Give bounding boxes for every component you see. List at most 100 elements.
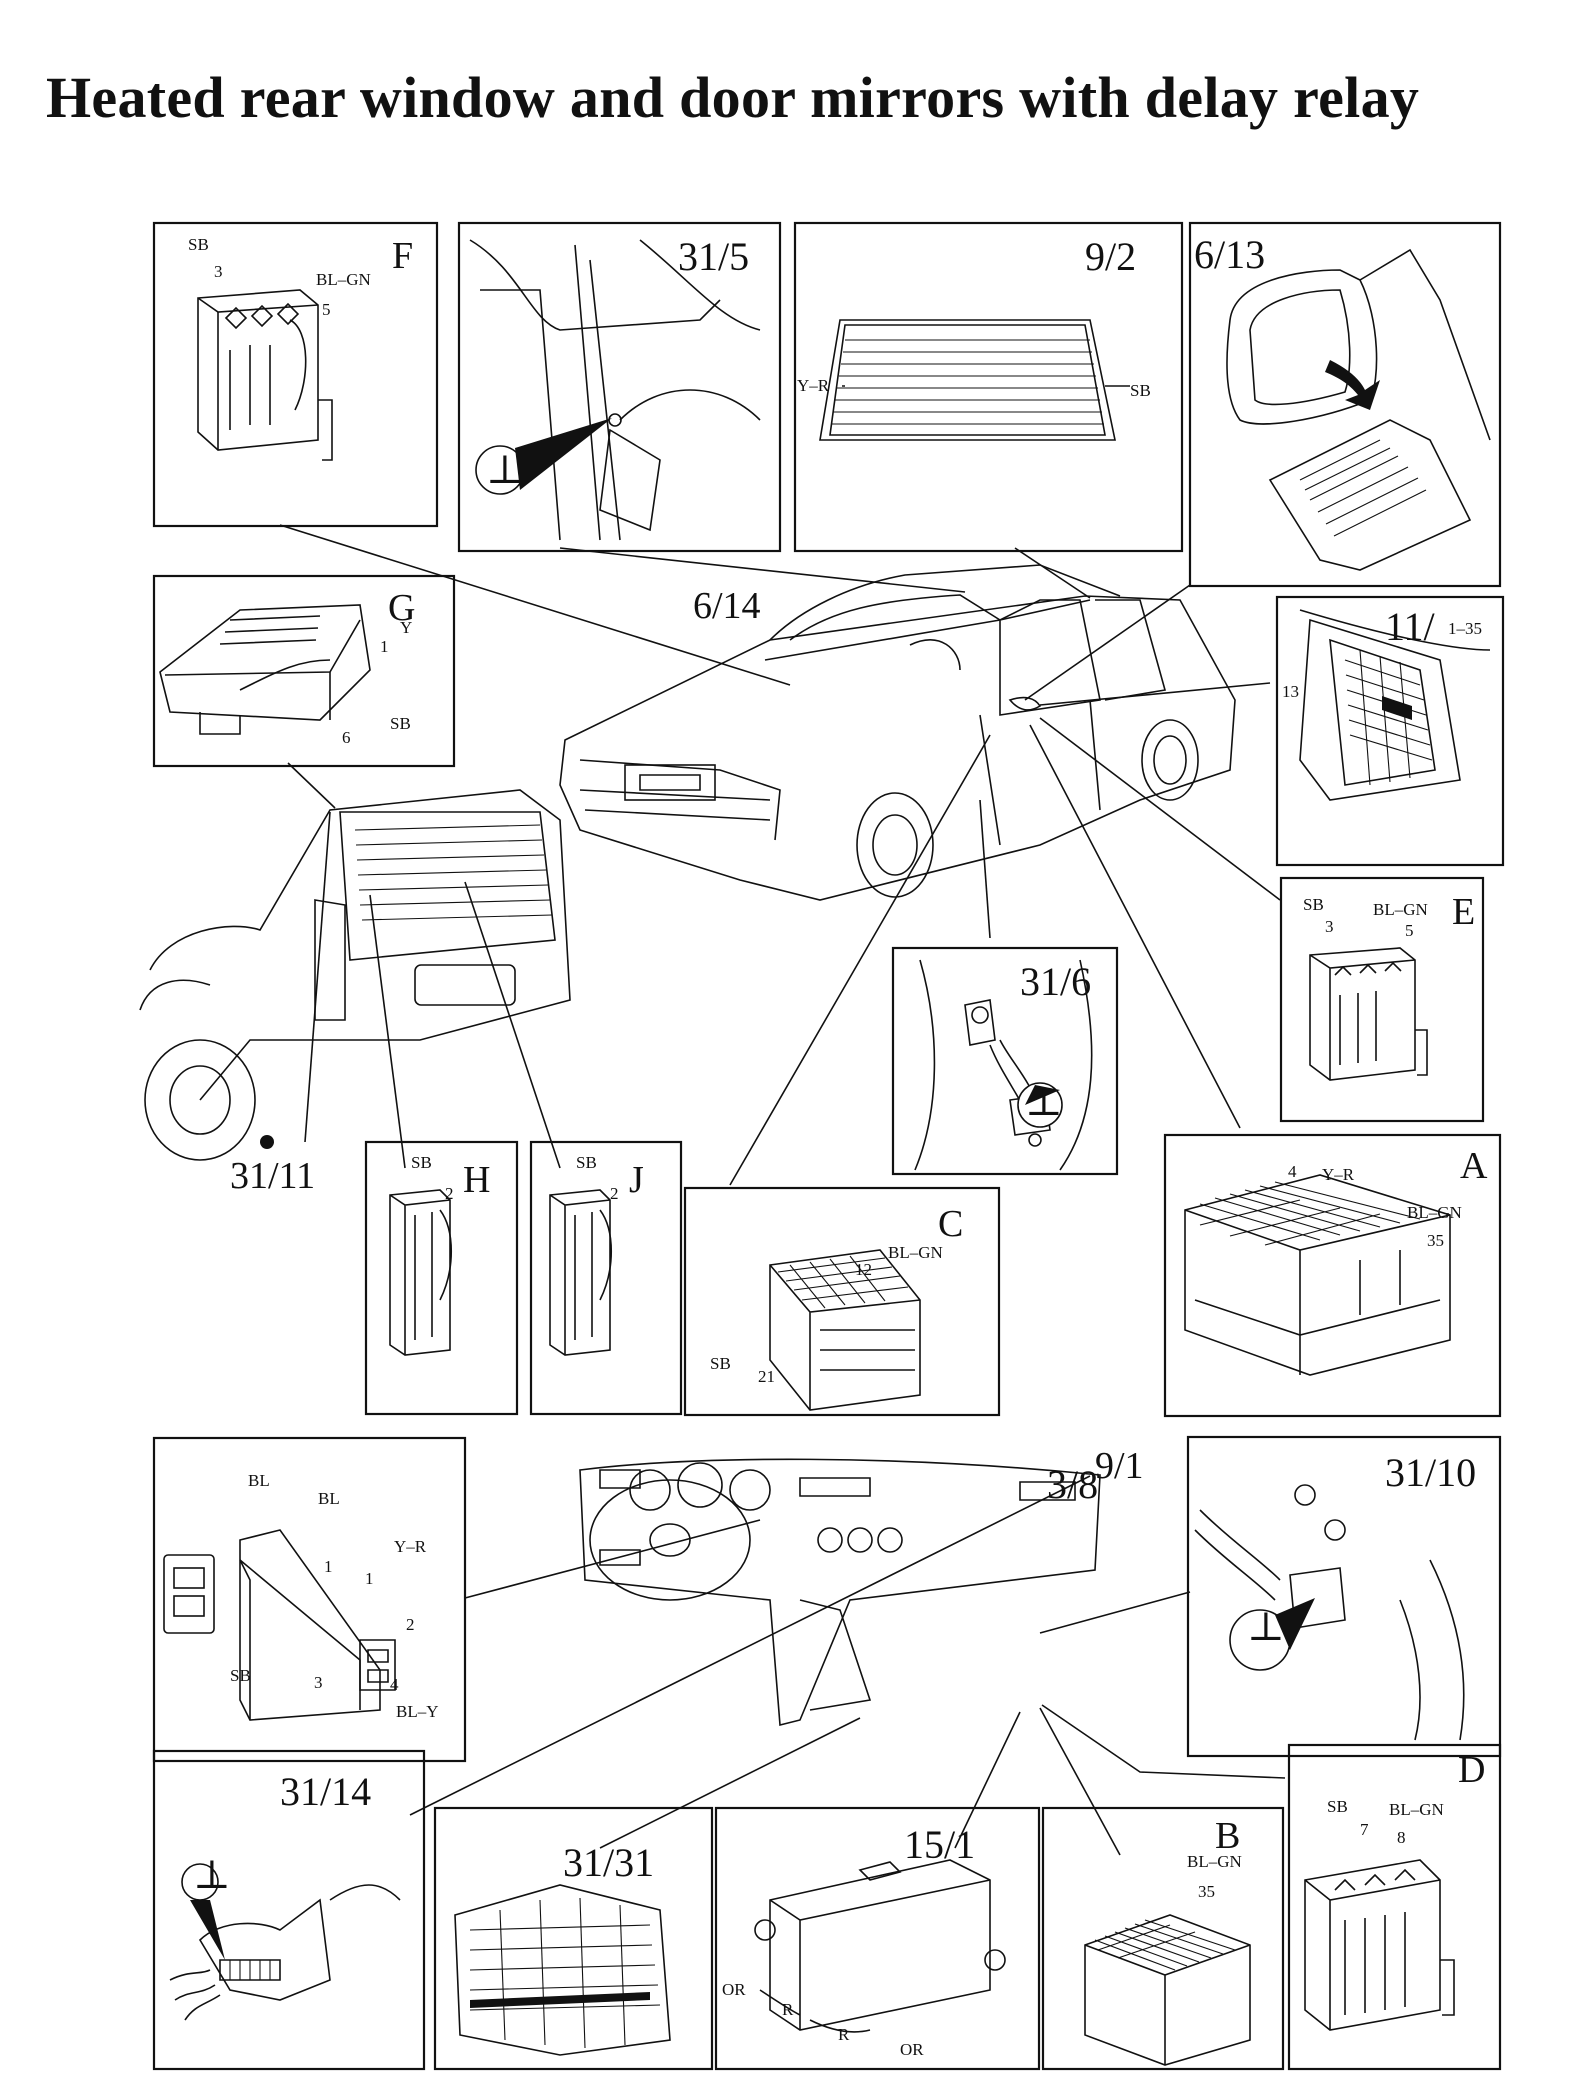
wire-label: 4 (1288, 1162, 1297, 1181)
wire-label: 8 (1397, 1828, 1406, 1847)
page-title: Heated rear window and door mirrors with… (46, 65, 1420, 130)
wire-label: 2 (610, 1184, 619, 1203)
panel-id-f: F (392, 235, 413, 277)
panel-id-p15-1: 15/1 (904, 1822, 975, 1867)
wire-label: BL–GN (316, 270, 371, 289)
component-label-dash: 9/1 (1095, 1445, 1144, 1487)
panel-id-p31-6: 31/6 (1020, 959, 1091, 1004)
panel-id-h: H (463, 1159, 490, 1201)
wire-label: 1 (365, 1569, 374, 1588)
wire-label: SB (576, 1153, 597, 1172)
connector-a-drawing (1184, 1174, 1451, 1376)
wire-label: R (782, 2000, 794, 2019)
wire-label: 3 (214, 262, 223, 281)
wire-label: SB (390, 714, 411, 733)
wire-label: 3 (1325, 917, 1334, 936)
wire-label: 1 (380, 637, 389, 656)
wire-label: BL (248, 1471, 270, 1490)
door-ground-drawing (469, 239, 761, 541)
wire-label: 4 (390, 1675, 399, 1694)
panel-boxes (152, 221, 1505, 2071)
wire-label: Y–R (394, 1537, 427, 1556)
panel-id-c: C (938, 1203, 963, 1245)
wire-label: 2 (406, 1615, 415, 1634)
wire-label: 5 (322, 300, 331, 319)
ground-symbol: ⊥ (1247, 1604, 1285, 1649)
panel-id-p9-2: 9/2 (1085, 234, 1136, 279)
connector-b-drawing (1084, 1914, 1251, 2066)
panel-id-d: D (1458, 1749, 1485, 1791)
control-module-drawing (754, 1859, 1006, 2033)
connector-e-drawing (1309, 947, 1428, 1081)
ground-symbol: ⊥ (1025, 1079, 1063, 1124)
wire-label: 13 (1282, 682, 1299, 701)
wire-label: Y (400, 618, 412, 637)
wire-label: Y–R (797, 376, 830, 395)
wire-label: R (838, 2025, 850, 2044)
ground-symbol: ⊥ (193, 1852, 231, 1897)
wire-label: SB (1327, 1797, 1348, 1816)
wire-label: 21 (758, 1367, 775, 1386)
ground-point-31-31-drawing (454, 1884, 671, 2056)
connector-h-drawing (389, 1189, 453, 1356)
wire-label: BL–GN (1407, 1203, 1462, 1222)
panel-id-j: J (629, 1159, 644, 1201)
wire-label: 6 (342, 728, 351, 747)
dashboard-drawing (579, 1458, 1101, 1727)
wire-label: BL–GN (1373, 900, 1428, 919)
wire-label: 3 (314, 1673, 323, 1692)
ground-symbol: ⊥ (486, 447, 524, 492)
panel-id-p31-31: 31/31 (563, 1840, 654, 1885)
delay-relay-drawing (163, 1529, 396, 1721)
panel-sub-p11: 1–35 (1448, 619, 1482, 638)
wire-label: SB (188, 235, 209, 254)
central-electrical-unit-drawing (1299, 609, 1491, 801)
wire-label: 5 (1405, 921, 1414, 940)
wire-label: BL–Y (396, 1702, 439, 1721)
wire-label: OR (722, 1980, 746, 1999)
ground-point-31-10-drawing (1194, 1484, 1465, 1741)
estate-rear-drawing (139, 789, 571, 1161)
wire-label: Y–R (1322, 1165, 1355, 1184)
connector-d-drawing (1304, 1859, 1455, 2031)
wire-label: 1 (324, 1557, 333, 1576)
connector-j-drawing (549, 1189, 613, 1356)
wire-label: 2 (445, 1184, 454, 1203)
wire-label: SB (230, 1666, 251, 1685)
wire-label: 35 (1427, 1231, 1444, 1250)
panel-id-a: A (1460, 1145, 1488, 1187)
wire-label: BL–GN (888, 1243, 943, 1262)
rear-window-drawing (819, 319, 1130, 441)
connector-f-drawing (197, 289, 333, 461)
wire-label: 35 (1198, 1882, 1215, 1901)
wire-label: BL (318, 1489, 340, 1508)
panel-id-e: E (1452, 891, 1475, 933)
wire-label: OR (900, 2040, 924, 2059)
connector-g-drawing (159, 604, 371, 735)
door-mirror-drawing (1226, 248, 1491, 571)
wire-label: SB (710, 1354, 731, 1373)
panel-id-p31-5: 31/5 (678, 234, 749, 279)
panel-id-p11: 11/ (1385, 604, 1436, 649)
wire-label: SB (1130, 381, 1151, 400)
wire-label: 12 (855, 1260, 872, 1279)
wire-label: SB (411, 1153, 432, 1172)
wire-label: BL–GN (1187, 1852, 1242, 1871)
wire-label: BL–GN (1389, 1800, 1444, 1819)
ground-point-31-14-drawing (169, 1863, 401, 2021)
panel-id-g: G (388, 587, 415, 629)
panel-id-p6-13: 6/13 (1194, 232, 1265, 277)
panel-id-p3-8: 3/8 (1047, 1462, 1098, 1507)
leader-lines (279, 524, 1286, 1856)
wire-label: SB (1303, 895, 1324, 914)
component-label-wagon: 31/11 (230, 1155, 315, 1197)
wire-label: 7 (1360, 1820, 1369, 1839)
component-label-car: 6/14 (693, 585, 761, 627)
sedan-car-drawing (559, 564, 1236, 901)
panel-id-p31-14: 31/14 (280, 1769, 371, 1814)
connector-c-drawing (769, 1249, 921, 1411)
panel-id-p31-10: 31/10 (1385, 1450, 1476, 1495)
panel-id-b: B (1215, 1815, 1240, 1857)
